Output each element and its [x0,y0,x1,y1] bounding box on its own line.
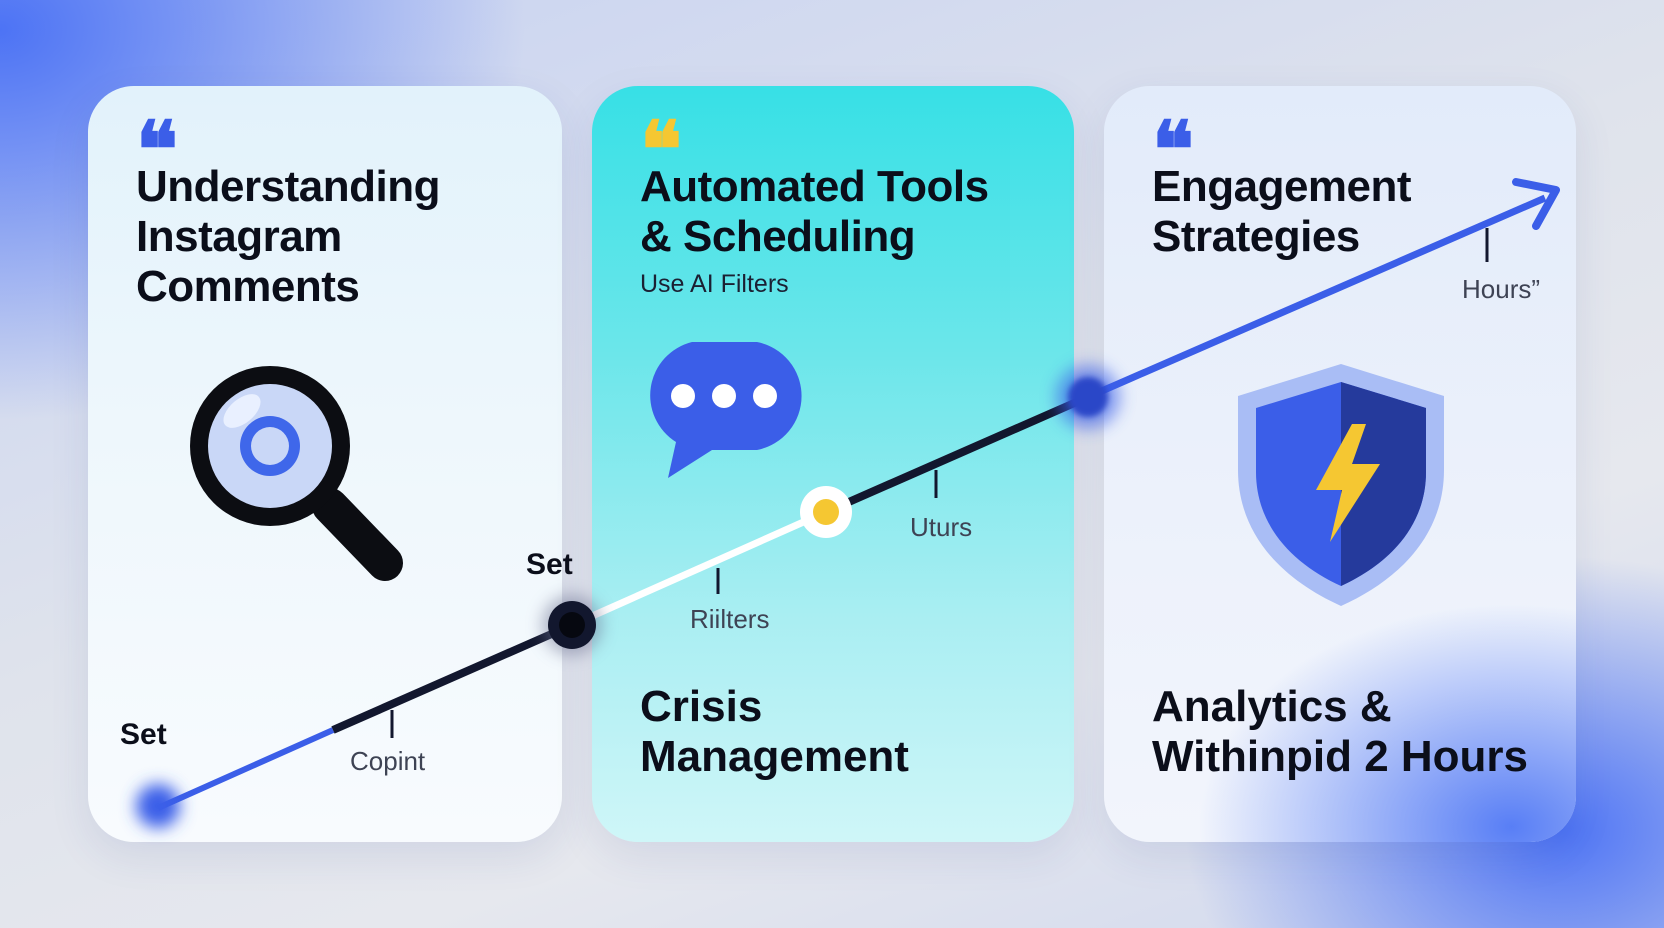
chat-bubble-icon [650,342,802,478]
card-understanding-comments: ❝ Understanding Instagram Comments [88,86,562,842]
card-bottom-line: Withinpid 2 Hours [1152,732,1529,781]
timeline-label-uturs: Uturs [910,512,973,542]
card-automated-tools: ❝ Automated Tools & Scheduling Use AI Fi… [592,86,1074,842]
timeline-label-riilters: Riilters [690,604,770,634]
card-bottom-line: Crisis [640,682,763,731]
quote-icon: ❝ [136,105,178,196]
card-engagement-strategies: ❝ Engagement Strategies Analytics & With… [1104,86,1576,842]
shield-lightning-icon [1238,364,1444,606]
quote-icon: ❝ [640,105,682,196]
card-subtitle: Use AI Filters [640,270,789,298]
card-title-line: Engagement [1152,162,1412,211]
timeline-label-set-start: Set [120,718,167,751]
card-title-line: Instagram [136,212,342,261]
timeline-label-hours: Hours” [1462,274,1541,304]
card-title-line: Strategies [1152,212,1360,261]
card-title: Engagement Strategies [1152,162,1412,262]
timeline-label-set: Set [526,548,573,581]
card-title: Automated Tools & Scheduling [640,162,989,262]
card-bottom-line: Analytics & [1152,682,1392,731]
card-title-line: & Scheduling [640,212,916,261]
quote-icon: ❝ [1152,105,1194,196]
card-title-line: Comments [136,262,360,311]
card-title-line: Understanding [136,162,440,211]
timeline-node-hours [1068,377,1108,417]
card-bottom-title: Crisis Management [640,682,909,782]
magnifying-glass-icon [190,366,403,581]
card-bottom-title: Analytics & Withinpid 2 Hours [1152,682,1528,782]
timeline-label-copint: Copint [350,746,426,776]
card-bottom-line: Management [640,732,909,781]
card-title: Understanding Instagram Comments [136,162,440,312]
card-title-line: Automated Tools [640,162,989,211]
